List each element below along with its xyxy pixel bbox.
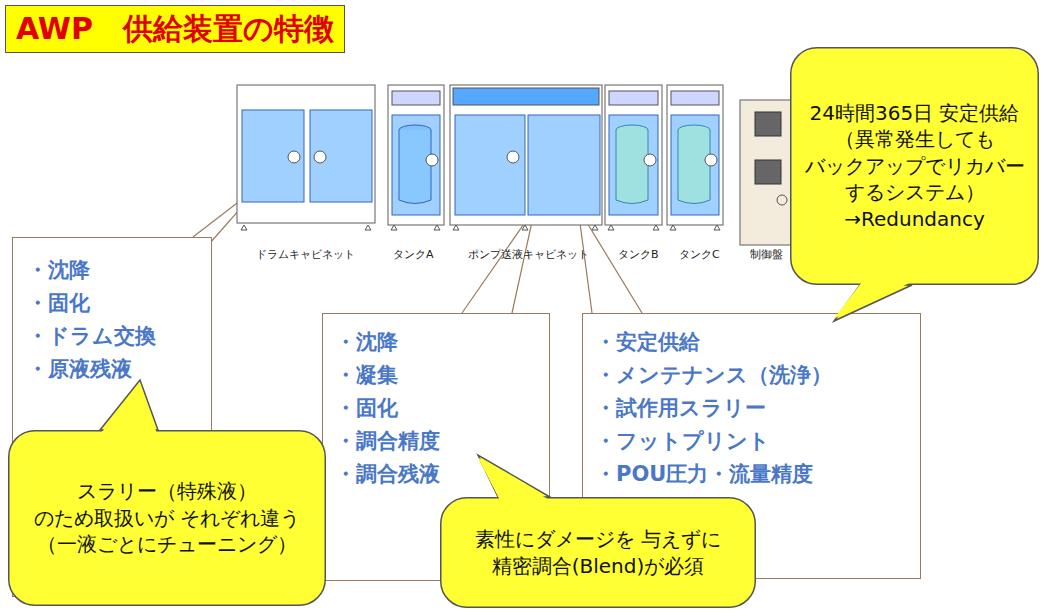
- callout-text: 素性にダメージを 与えずに 精密調合(Blend)が必須: [448, 526, 748, 579]
- equipment-label: タンクA: [393, 247, 434, 262]
- callout-text: 24時間365日 安定供給 （異常発生しても バックアップでリカバー するシステ…: [798, 100, 1031, 232]
- equipment-label: ドラムキャビネット: [256, 247, 355, 262]
- feature-item: ・POU圧力・流量精度: [595, 458, 908, 491]
- feature-item: ・ドラム交換: [27, 320, 197, 353]
- feature-item: ・安定供給: [595, 326, 908, 359]
- feature-item: ・試作用スラリー: [595, 392, 908, 425]
- callout-bubble: [440, 497, 756, 608]
- feature-item: ・調合精度: [335, 425, 537, 458]
- speech-callout: スラリー（特殊液） のため取扱いが それぞれ違う （一液ごとにチューニング）: [8, 430, 326, 606]
- feature-item: ・固化: [335, 392, 537, 425]
- feature-item: ・原液残液: [27, 353, 197, 386]
- equipment-label: 制御盤: [750, 247, 783, 262]
- feature-item: ・沈降: [27, 254, 197, 287]
- callout-text: スラリー（特殊液） のため取扱いが それぞれ違う （一液ごとにチューニング）: [16, 478, 318, 557]
- title-text: AWP 供給装置の特徴: [16, 9, 334, 50]
- feature-item: ・沈降: [335, 326, 537, 359]
- feature-item: ・フットプリント: [595, 425, 908, 458]
- feature-item: ・凝集: [335, 359, 537, 392]
- feature-item: ・メンテナンス（洗浄）: [595, 359, 908, 392]
- title-banner: AWP 供給装置の特徴: [5, 5, 345, 53]
- feature-item: ・固化: [27, 287, 197, 320]
- equipment-label: タンクB: [618, 247, 659, 262]
- equipment-label: タンクC: [679, 247, 720, 262]
- speech-callout: 素性にダメージを 与えずに 精密調合(Blend)が必須: [440, 497, 756, 608]
- equipment-label: ポンプ送液キャビネット: [468, 247, 589, 262]
- speech-callout: 24時間365日 安定供給 （異常発生しても バックアップでリカバー するシステ…: [790, 47, 1039, 285]
